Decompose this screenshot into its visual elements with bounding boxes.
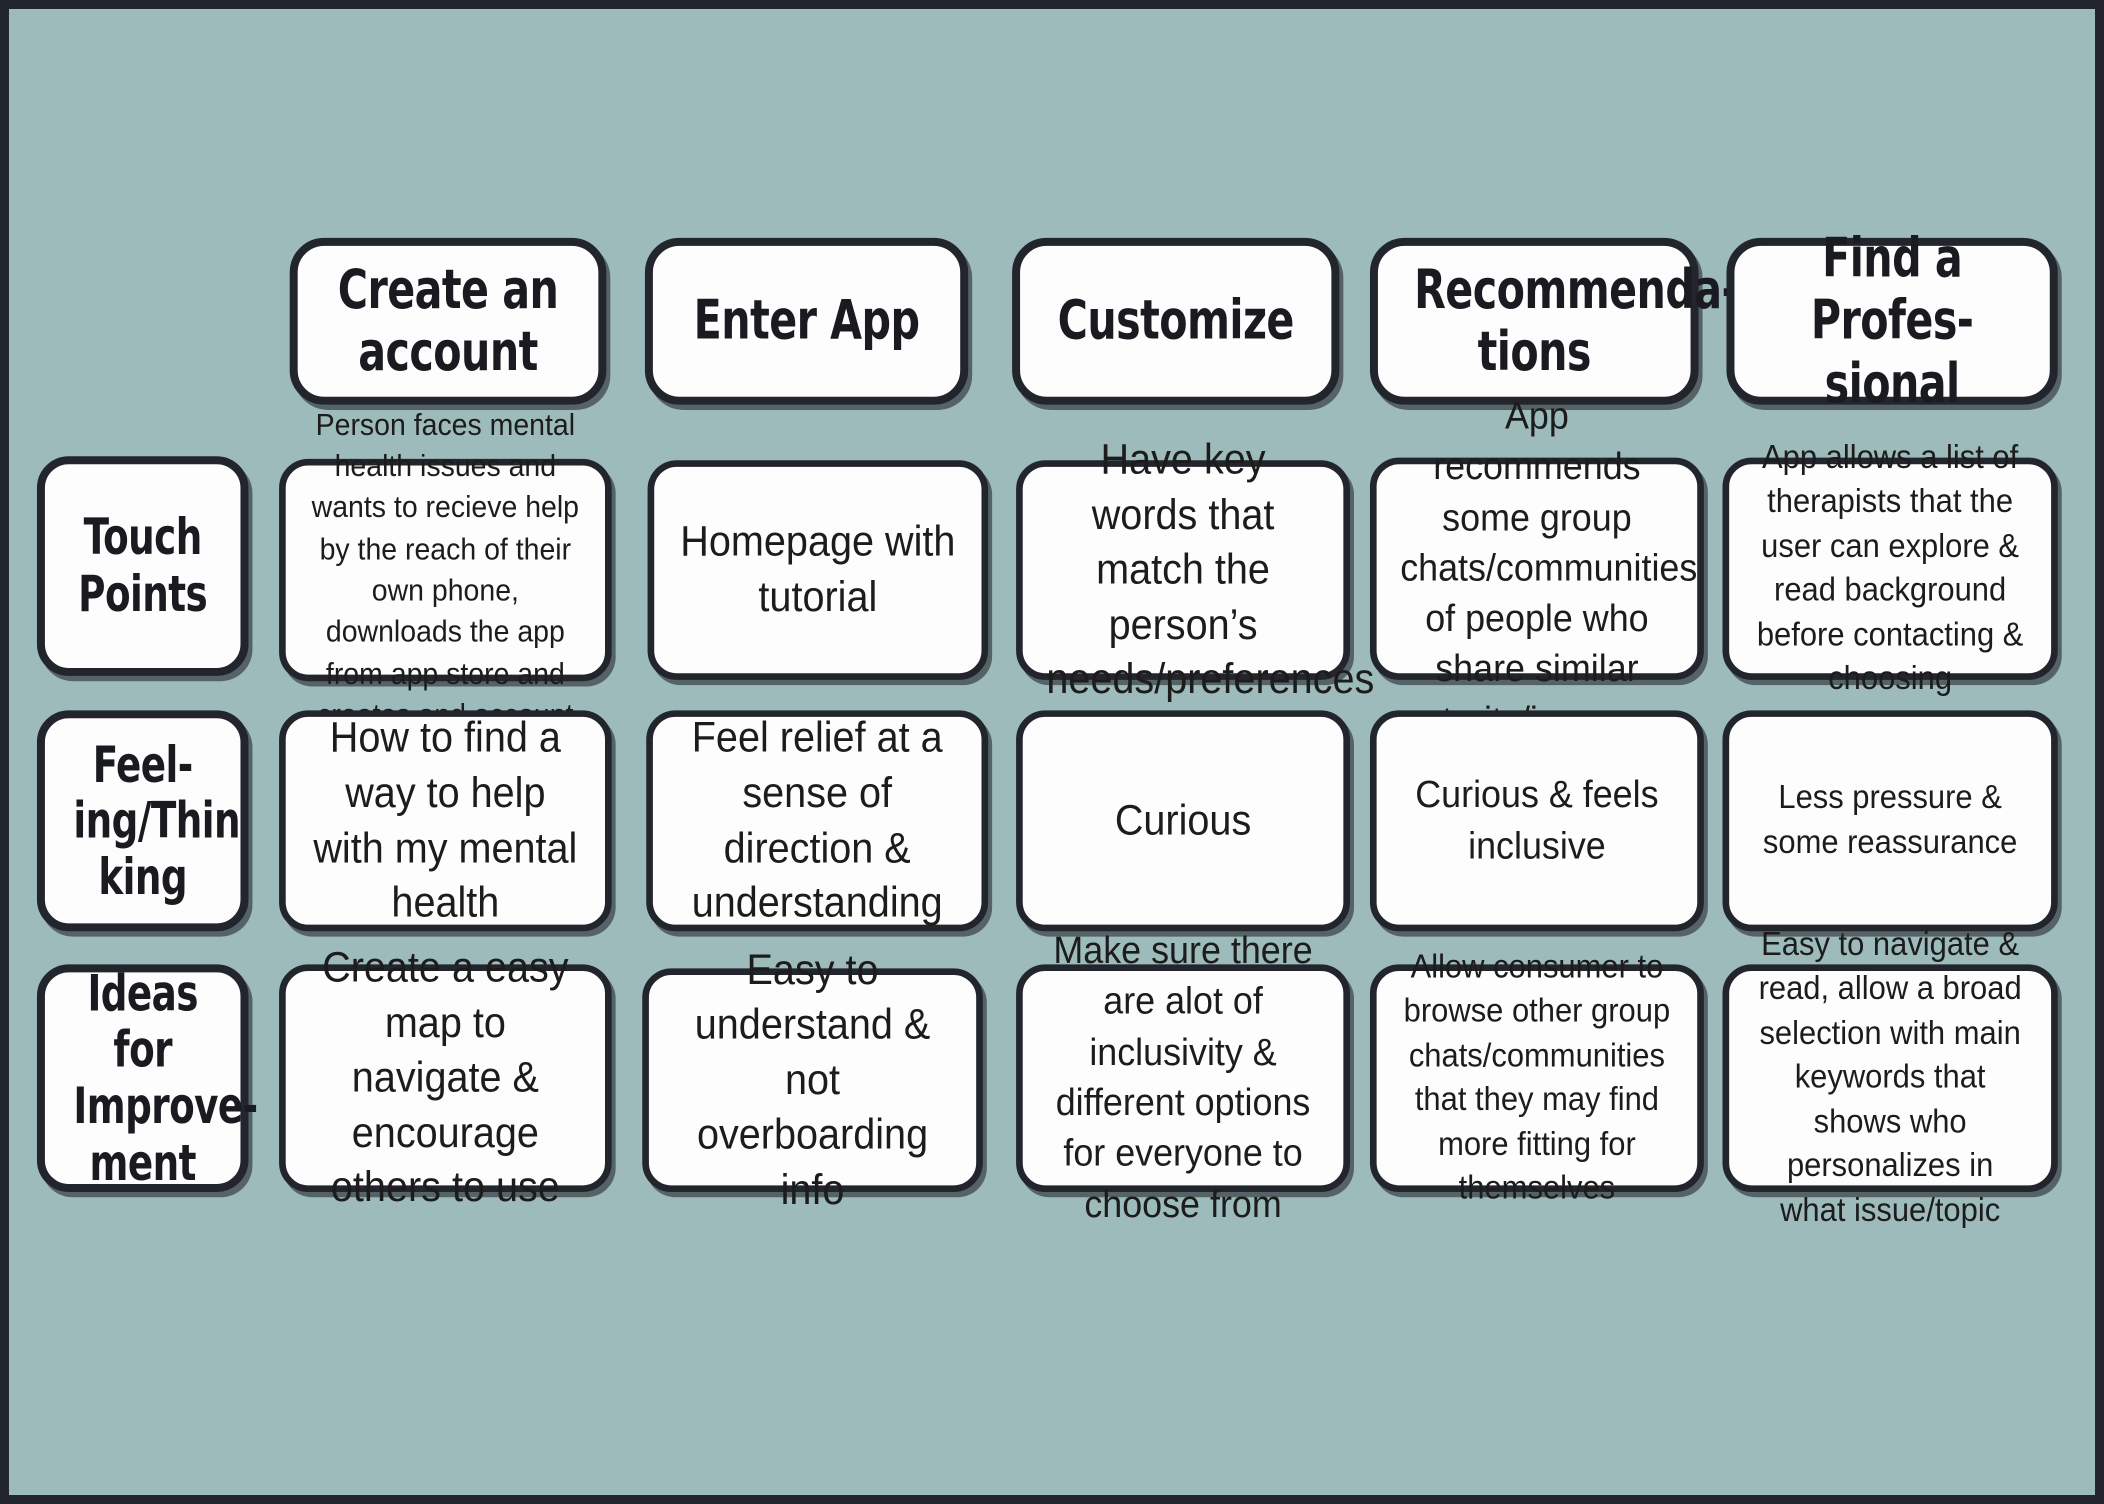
- cell-ideas-for-improvement-find-a-professional[interactable]: Easy to navigate & read, allow a broad s…: [1722, 926, 2058, 1229]
- cell-text: How to find a way to help with my mental…: [313, 713, 578, 927]
- cell-touch-points-create-an-account[interactable]: Person faces mental health issues and wa…: [279, 407, 612, 731]
- stage-header-label: Customize: [1057, 288, 1295, 353]
- cell-text: Easy to understand & not overboarding in…: [694, 945, 931, 1214]
- cell-text: Allow consumer to browse other group cha…: [1403, 947, 1671, 1207]
- stage-header-find-a-professional[interactable]: Find a Profes-sional: [1726, 227, 2058, 414]
- stage-header-customize[interactable]: Customize: [1012, 237, 1340, 405]
- cell-touch-points-recommendations[interactable]: App recommends some group chats/communit…: [1369, 395, 1704, 742]
- row-label-touch-points[interactable]: Touch Points: [36, 456, 249, 676]
- cell-text: Curious & feels inclusive: [1415, 774, 1659, 868]
- cell-touch-points-enter-app[interactable]: Homepage with tutorial: [647, 460, 989, 680]
- stage-header-label: Create an account: [337, 257, 559, 384]
- row-label-text: Ideas for Improve-ment: [73, 964, 258, 1192]
- cell-feeling-thinking-recommendations[interactable]: Curious & feels inclusive: [1369, 710, 1704, 932]
- cell-touch-points-customize[interactable]: Have key words that match the person’s n…: [1016, 435, 1374, 703]
- cell-ideas-for-improvement-customize[interactable]: Make sure there are alot of inclusivity …: [1016, 930, 1350, 1226]
- row-label-text: Touch Points: [78, 508, 208, 623]
- row-label-ideas-for-improvement[interactable]: Ideas for Improve-ment: [36, 964, 258, 1192]
- cell-feeling-thinking-customize[interactable]: Curious: [1016, 710, 1350, 932]
- cell-text: App allows a list of therapists that the…: [1756, 438, 2024, 698]
- row-label-feeling-thinking[interactable]: Feel-ing/Thin king: [36, 710, 249, 932]
- stage-header-recommendations[interactable]: Recommenda-tions: [1369, 237, 1739, 405]
- stage-header-label: Enter App: [693, 288, 920, 353]
- cell-text: Curious: [1114, 795, 1252, 844]
- cell-text: Easy to navigate & read, allow a broad s…: [1758, 925, 2022, 1229]
- cell-feeling-thinking-enter-app[interactable]: Feel relief at a sense of direction & un…: [646, 710, 989, 932]
- cell-ideas-for-improvement-enter-app[interactable]: Easy to understand & not overboarding in…: [642, 945, 983, 1213]
- journey-map-board: Create an account Enter App Customize Re…: [9, 9, 2095, 1495]
- stage-header-label: Find a Profes-sional: [1810, 226, 1974, 415]
- stage-header-enter-app[interactable]: Enter App: [644, 237, 969, 405]
- cell-touch-points-find-a-professional[interactable]: App allows a list of therapists that the…: [1722, 438, 2058, 697]
- cell-ideas-for-improvement-create-an-account[interactable]: Create a easy map to navigate & encourag…: [279, 943, 612, 1211]
- cell-text: Homepage with tutorial: [680, 517, 956, 621]
- cell-text: Create a easy map to navigate & encourag…: [322, 943, 569, 1212]
- cell-feeling-thinking-find-a-professional[interactable]: Less pressure & some reassurance: [1722, 710, 2058, 932]
- cell-text: Have key words that match the person’s n…: [1046, 435, 1375, 703]
- cell-feeling-thinking-create-an-account[interactable]: How to find a way to help with my mental…: [279, 710, 612, 932]
- cell-text: Make sure there are alot of inclusivity …: [1053, 930, 1313, 1226]
- row-label-text: Feel-ing/Thin king: [73, 735, 241, 906]
- cell-text: Person faces mental health issues and wa…: [311, 407, 580, 731]
- cell-text: Feel relief at a sense of direction & un…: [691, 713, 943, 927]
- stage-header-create-an-account[interactable]: Create an account: [289, 237, 607, 405]
- cell-text: Less pressure & some reassurance: [1762, 779, 2018, 861]
- cell-ideas-for-improvement-recommendations[interactable]: Allow consumer to browse other group cha…: [1369, 948, 1704, 1207]
- stage-header-label: Recommenda-tions: [1414, 257, 1739, 384]
- cell-text: App recommends some group chats/communit…: [1400, 395, 1698, 741]
